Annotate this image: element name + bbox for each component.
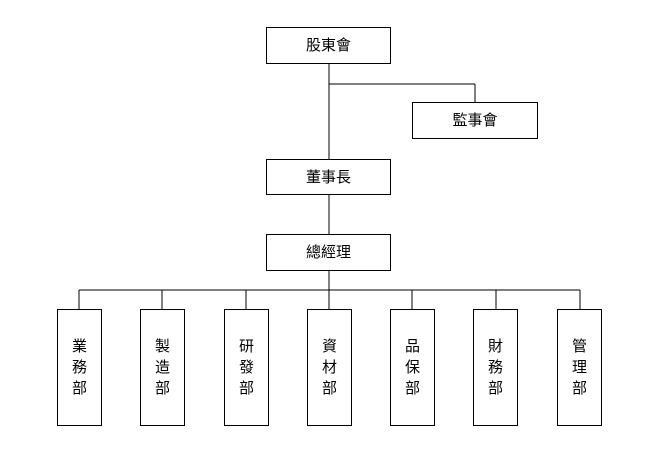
department-label-5: 品保部	[404, 337, 420, 397]
department-label-4: 資材部	[321, 337, 337, 397]
supervisors-label: 監事會	[452, 111, 498, 129]
department-box-2: 製造部	[140, 309, 185, 426]
department-box-1: 業務部	[57, 309, 102, 426]
supervisors-box: 監事會	[412, 102, 538, 139]
department-label-2: 製造部	[154, 337, 170, 397]
shareholders-label: 股東會	[305, 36, 351, 54]
department-label-6: 財務部	[487, 337, 503, 397]
department-label-3: 研發部	[238, 337, 254, 397]
chairman-label: 董事長	[305, 167, 351, 186]
department-box-4: 資材部	[307, 309, 352, 426]
department-box-6: 財務部	[473, 309, 518, 426]
general-manager-label: 總經理	[305, 243, 351, 261]
chairman-box: 董事長	[266, 159, 391, 195]
department-box-7: 管理部	[557, 309, 602, 426]
department-box-5: 品保部	[390, 309, 435, 426]
department-box-3: 研發部	[224, 309, 269, 426]
department-label-1: 業務部	[71, 337, 87, 397]
general-manager-box: 總經理	[266, 234, 391, 271]
shareholders-box: 股東會	[266, 27, 391, 64]
department-label-7: 管理部	[571, 337, 587, 397]
